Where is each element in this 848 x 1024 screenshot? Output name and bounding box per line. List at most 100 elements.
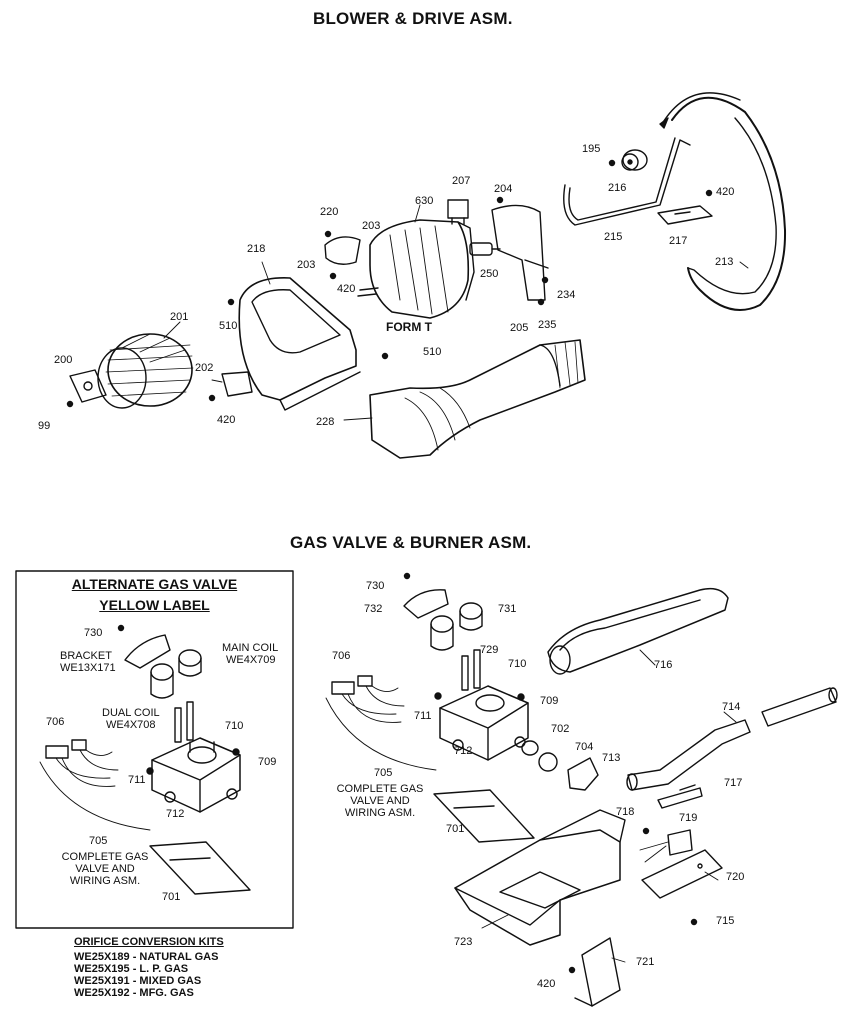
label-195: 195 [582, 143, 601, 155]
orifice-parts [521, 740, 599, 791]
label-202: 202 [195, 362, 214, 374]
alt-box-title: ALTERNATE GAS VALVE [71, 576, 238, 592]
motor-mount-bracket-part [491, 204, 549, 301]
label-217: 217 [669, 235, 688, 247]
gas-valve-title: GAS VALVE & BURNER ASM. [290, 533, 532, 552]
alt-label-710: 710 [225, 720, 244, 732]
alt-complete-caption-1: COMPLETE GAS [61, 851, 149, 863]
orifice-kit-item: WE25X192 - MFG. GAS [74, 987, 194, 999]
label-721: 721 [636, 956, 655, 968]
label-420: 420 [716, 186, 735, 198]
shield-721-part [574, 937, 621, 1007]
alt-label-730: 730 [84, 627, 103, 639]
idler-arm-part [563, 137, 691, 226]
label-218: 218 [247, 243, 266, 255]
label-207: 207 [452, 175, 471, 187]
alt-bracket-part [124, 634, 171, 669]
label-712: 712 [454, 745, 473, 757]
label-723: 723 [454, 936, 473, 948]
alt-bracket-part-no: WE13X171 [60, 662, 116, 674]
switch-part [447, 199, 469, 225]
alt-complete-caption-2: VALVE AND [75, 863, 135, 875]
label-705: 705 [374, 767, 393, 779]
blower-housing-part [238, 277, 361, 411]
label-719: 719 [679, 812, 698, 824]
label-718: 718 [616, 806, 635, 818]
blower-wheel-part [97, 333, 194, 409]
alt-bracket-label: BRACKET [60, 650, 112, 662]
label-630: 630 [415, 195, 434, 207]
alt-main-coil-part [178, 649, 202, 677]
complete-caption-1: COMPLETE GAS [336, 783, 424, 795]
alt-box-subtitle: YELLOW LABEL [99, 597, 210, 613]
label-205: 205 [510, 322, 529, 334]
burner-tube-716-part [547, 587, 729, 675]
complete-caption-3: WIRING ASM. [344, 807, 416, 819]
label-234: 234 [557, 289, 576, 301]
orifice-kit-item: WE25X191 - MIXED GAS [74, 975, 202, 987]
label-510: 510 [219, 320, 238, 332]
label-200: 200 [54, 354, 73, 366]
plate-720-part [641, 849, 723, 899]
burner-bracket-732-part [403, 589, 449, 619]
label-729: 729 [480, 644, 499, 656]
label-713: 713 [602, 752, 621, 764]
label-203: 203 [297, 259, 316, 271]
label-732: 732 [364, 603, 383, 615]
spring-plate-part [657, 205, 713, 225]
alt-label-701: 701 [162, 891, 181, 903]
alt-dual-coil-part-no: WE4X708 [106, 719, 156, 731]
alt-main-coil-label: MAIN COIL [222, 642, 279, 654]
alt-label-705: 705 [89, 835, 108, 847]
alt-screws [117, 624, 240, 775]
label-99: 99 [38, 420, 51, 432]
burner-screws [403, 572, 698, 974]
orifice-kits: ORIFICE CONVERSION KITS WE25X189 - NATUR… [74, 936, 224, 999]
blower-screws [66, 159, 713, 408]
label-731: 731 [498, 603, 517, 615]
label-420: 420 [337, 283, 356, 295]
alt-label-709: 709 [258, 756, 277, 768]
alt-label-712: 712 [166, 808, 185, 820]
orifice-kit-item: WE25X189 - NATURAL GAS [74, 951, 219, 963]
label-235: 235 [538, 319, 557, 331]
alt-dual-coil-label: DUAL COIL [102, 707, 160, 719]
label-701: 701 [446, 823, 465, 835]
label-711: 711 [414, 710, 432, 722]
wheel-hub-part [69, 369, 107, 403]
motor-strap-part [324, 236, 361, 265]
label-704: 704 [575, 741, 594, 753]
complete-caption-2: VALVE AND [350, 795, 410, 807]
label-420: 420 [537, 978, 556, 990]
alt-main-coil-part-no: WE4X709 [226, 654, 276, 666]
label-215: 215 [604, 231, 623, 243]
idler-pulley-part [621, 149, 648, 171]
exhaust-duct-part [369, 339, 586, 459]
housing-clip-part [221, 371, 253, 397]
burner-leader-lines [481, 649, 737, 963]
label-216: 216 [608, 182, 627, 194]
orifice-kits-heading: ORIFICE CONVERSION KITS [74, 936, 224, 948]
bracket-717-part [657, 784, 703, 809]
label-204: 204 [494, 183, 513, 195]
drum-belt-part [659, 92, 787, 311]
burner-bracket-723-part [454, 809, 626, 946]
label-510: 510 [423, 346, 442, 358]
label-250: 250 [480, 268, 499, 280]
label-710: 710 [508, 658, 527, 670]
label-201: 201 [170, 311, 189, 323]
label-702: 702 [551, 723, 570, 735]
alt-dual-coil-part [150, 663, 174, 699]
form-t-label: FORM T [386, 320, 432, 334]
alt-label-706: 706 [46, 716, 65, 728]
label-709: 709 [540, 695, 559, 707]
alt-valve-body-part [151, 701, 241, 813]
label-706: 706 [332, 650, 351, 662]
drive-motor-part [357, 219, 501, 319]
gas-pipe-714-part [626, 719, 751, 791]
burner-mount-plate-part [433, 789, 535, 843]
burner-coil-731-part [459, 602, 483, 631]
blower-leader-lines [163, 204, 749, 421]
burner-coil-729-part [430, 615, 454, 651]
